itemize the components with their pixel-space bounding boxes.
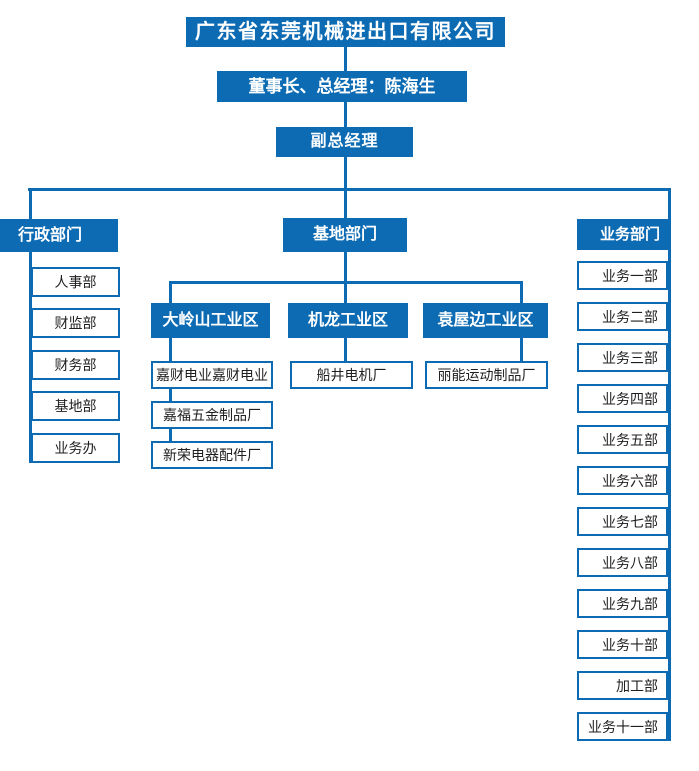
chairman-gm-node: 董事长、总经理：陈海生: [217, 71, 467, 102]
yuanwubian-zone-node: 袁屋边工业区: [423, 303, 548, 338]
company-title-node: 广东省东莞机械进出口有限公司: [186, 17, 505, 47]
hr-dept-node: 人事部: [31, 267, 120, 297]
connector-trunk-2: [344, 102, 347, 127]
business-unit-4-node: 业务四部: [577, 384, 668, 413]
chuanjing-motor-node: 船井电机厂: [290, 361, 413, 389]
connector-admin-vertical: [29, 188, 32, 463]
business-unit-9-node: 业务九部: [577, 589, 668, 618]
connector-dalingshan-chain: [169, 338, 172, 455]
connector-dalingshan-drop: [169, 281, 172, 303]
business-unit-11-node: 业务十一部: [577, 712, 668, 741]
business-dept-node: 业务部门: [577, 219, 668, 250]
business-unit-3-node: 业务三部: [577, 343, 668, 372]
jiafu-hardware-node: 嘉福五金制品厂: [151, 401, 273, 429]
connector-trunk-3: [344, 157, 347, 191]
finance-dept-node: 财务部: [31, 350, 120, 380]
business-unit-5-node: 业务五部: [577, 425, 668, 454]
business-office-node: 业务办: [31, 433, 120, 463]
base-dept-node: 基地部门: [283, 218, 407, 252]
business-unit-6-node: 业务六部: [577, 466, 668, 495]
business-unit-2-node: 业务二部: [577, 302, 668, 331]
vice-gm-node: 副总经理: [276, 127, 413, 157]
connector-base-down: [344, 252, 347, 284]
lineng-sports-products-node: 丽能运动制品厂: [425, 361, 548, 389]
connector-business-vertical: [668, 188, 671, 741]
xinrong-electric-parts-node: 新荣电器配件厂: [151, 441, 273, 469]
connector-jilong-drop: [344, 281, 347, 303]
business-unit-1-node: 业务一部: [577, 261, 668, 290]
business-unit-8-node: 业务八部: [577, 548, 668, 577]
processing-dept-node: 加工部: [577, 671, 668, 700]
jiacai-electric-node: 嘉财电业嘉财电业: [151, 361, 273, 389]
base-unit-node: 基地部: [31, 391, 120, 421]
finance-supervision-node: 财监部: [31, 308, 120, 338]
connector-jilong-chain: [344, 338, 347, 361]
connector-trunk-1: [344, 47, 347, 71]
business-unit-7-node: 业务七部: [577, 507, 668, 536]
connector-main-horizontal: [28, 188, 671, 191]
connector-yuanwubian-drop: [520, 281, 523, 303]
business-unit-10-node: 业务十部: [577, 630, 668, 659]
connector-yuanwubian-chain: [520, 338, 523, 361]
jilong-zone-node: 机龙工业区: [288, 303, 408, 338]
connector-base-drop: [344, 188, 347, 218]
dalingshan-zone-node: 大岭山工业区: [151, 303, 270, 338]
admin-dept-node: 行政部门: [0, 219, 118, 252]
